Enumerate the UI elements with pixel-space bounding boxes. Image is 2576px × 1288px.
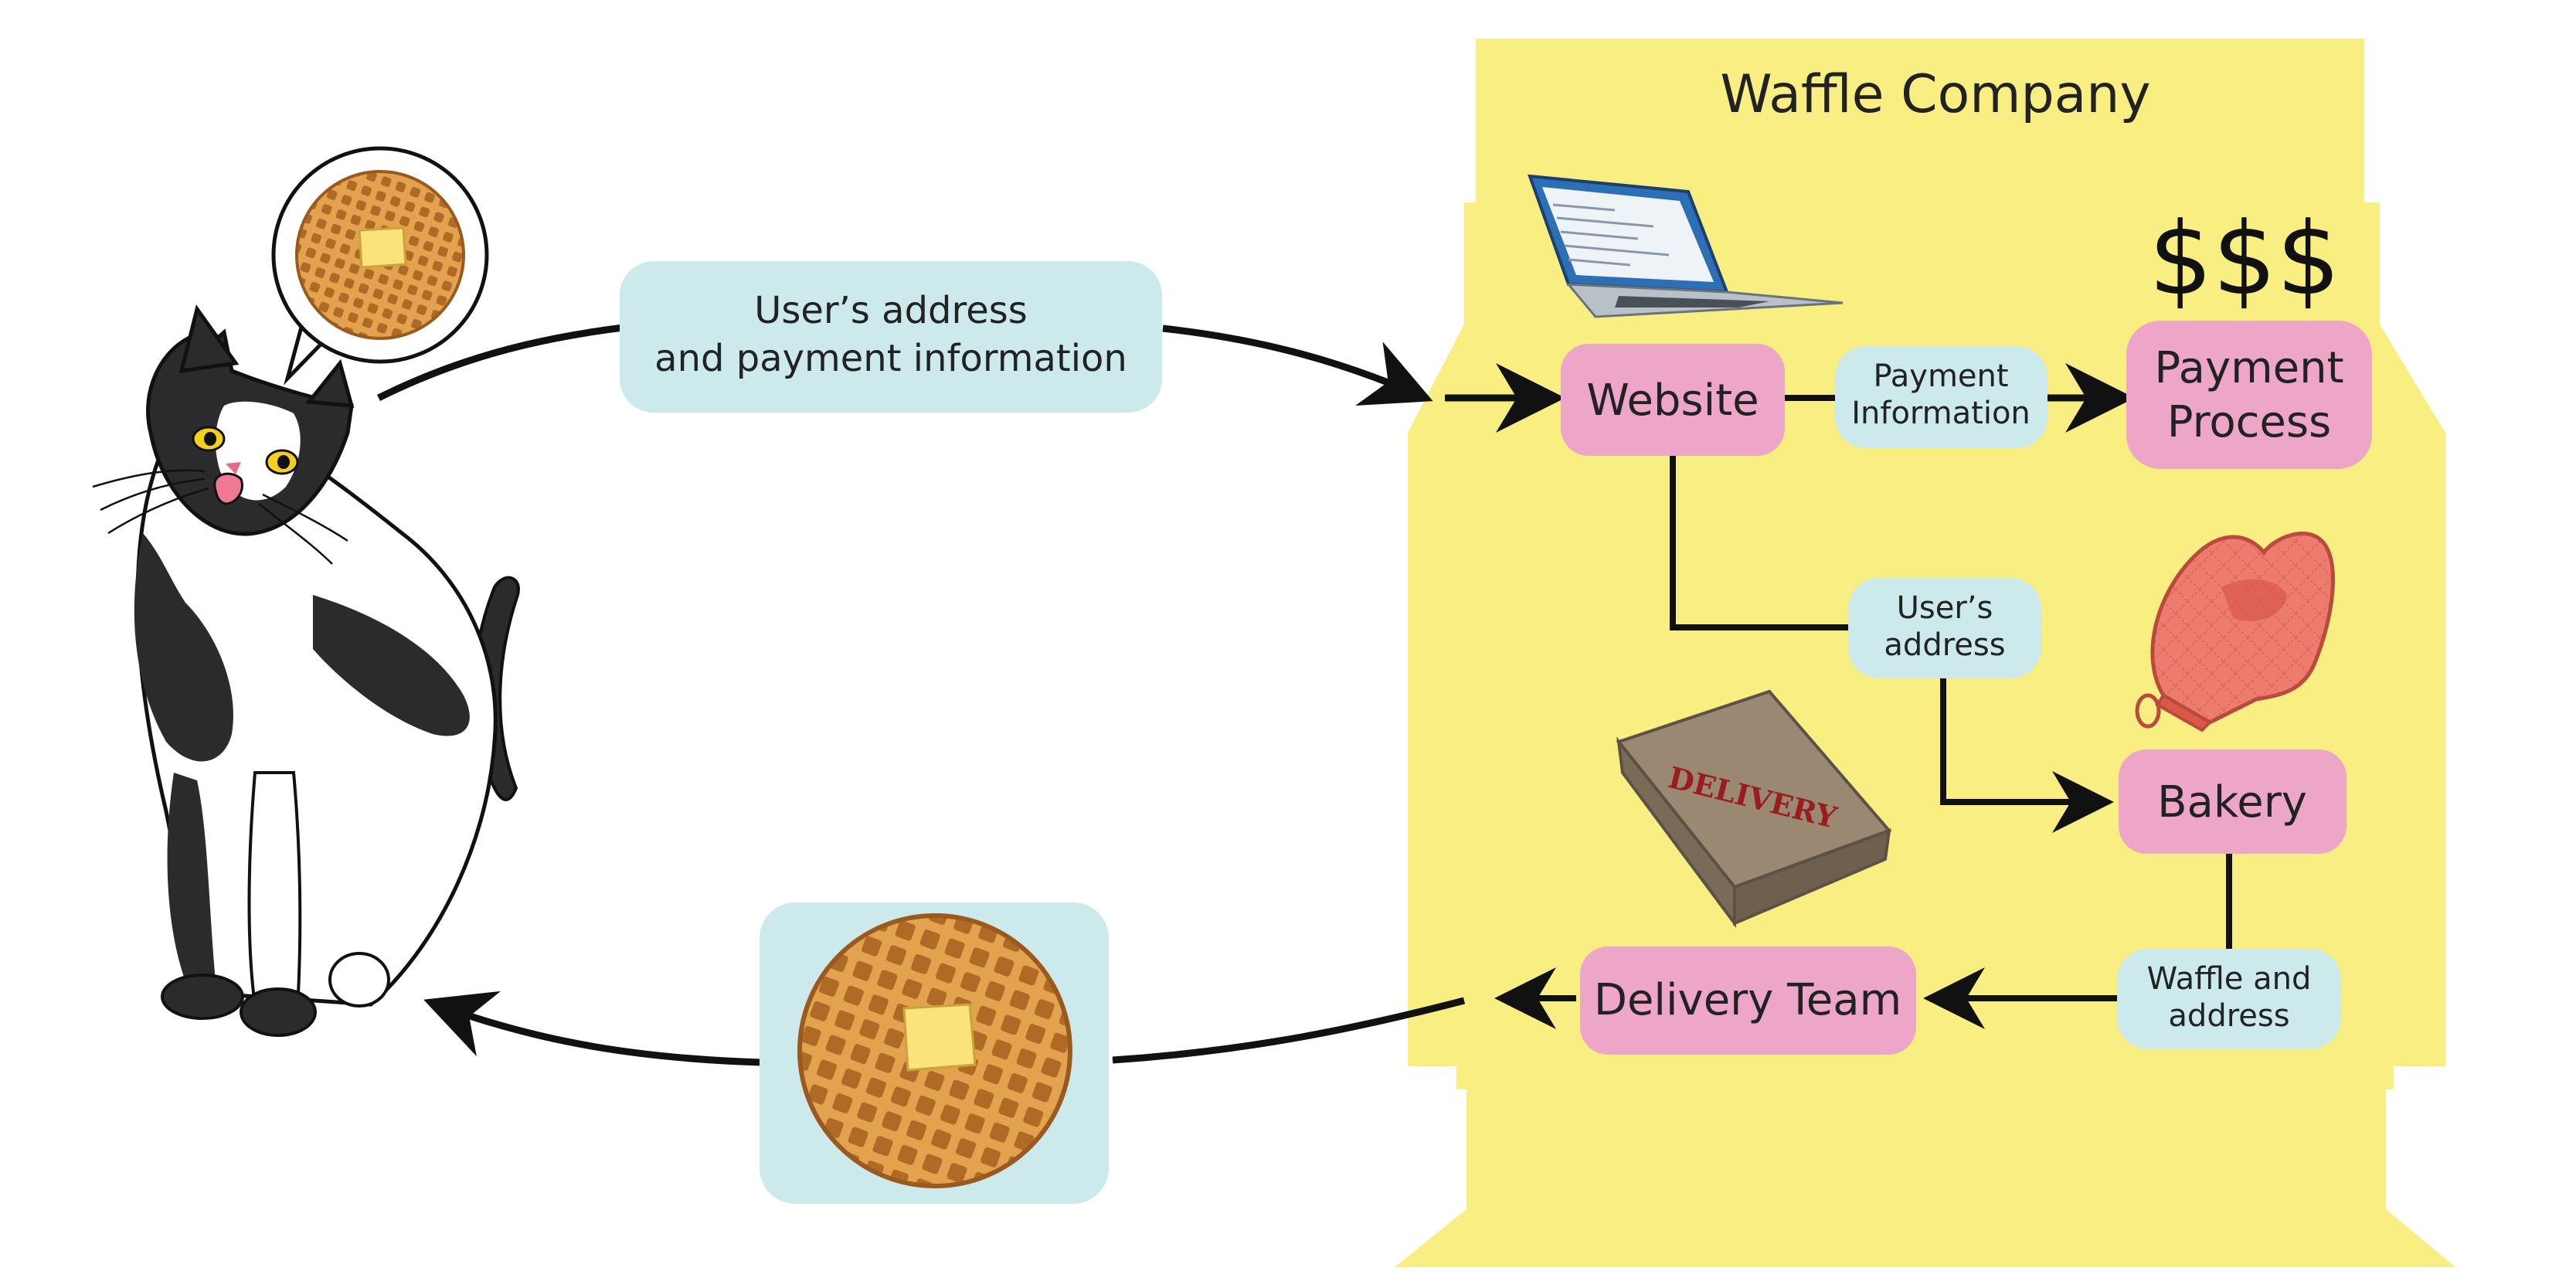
waffle-tile: [760, 902, 1109, 1204]
waffle-address-label: Waffle and address: [2117, 949, 2341, 1049]
user-address-label: User’s address: [1848, 578, 2041, 678]
delivery-box-icon: DELIVERY: [1616, 689, 1892, 929]
payment-info-line-2: Information: [1851, 396, 2031, 431]
bakery-label: Bakery: [2157, 777, 2307, 828]
company-title: Waffle Company: [1720, 64, 2150, 125]
user-info-line-2: and payment information: [654, 337, 1127, 380]
user-address-line-1: User’s: [1897, 590, 1993, 626]
laptop-icon: [1528, 174, 1844, 318]
website-to-address: [1670, 456, 1848, 630]
user-address-line-2: address: [1884, 627, 2005, 663]
website-node: Website: [1561, 344, 1785, 456]
money-symbol: $$$: [2149, 200, 2340, 318]
website-label: Website: [1586, 376, 1759, 426]
payment-info-label: Payment Information: [1835, 346, 2048, 448]
thought-bubble: [271, 146, 489, 386]
cat-illustration: [92, 304, 520, 1037]
user-info-label: User’s address and payment information: [620, 261, 1162, 413]
bakery-node: Bakery: [2119, 749, 2347, 854]
address-to-bakery: [1940, 678, 2114, 833]
waffle-address-line-1: Waffle and: [2147, 961, 2312, 997]
payment-info-line-1: Payment: [1873, 359, 2008, 394]
payment-process-line-2: Process: [2167, 397, 2331, 447]
payment-process-node: Payment Process: [2126, 321, 2372, 469]
delivery-team-node: Delivery Team: [1580, 946, 1916, 1055]
delivery-arc: [1112, 997, 1466, 1064]
delivery-team-label: Delivery Team: [1594, 975, 1901, 1025]
waffle-address-line-2: address: [2168, 998, 2289, 1034]
delivery-arc-arrow: [423, 991, 762, 1066]
oven-mitt-icon: [2135, 532, 2335, 732]
payment-process-line-1: Payment: [2154, 343, 2343, 393]
butter-pat: [902, 1003, 977, 1072]
order-arc-arrow: [1162, 325, 1433, 406]
user-info-line-1: User’s address: [754, 289, 1028, 332]
